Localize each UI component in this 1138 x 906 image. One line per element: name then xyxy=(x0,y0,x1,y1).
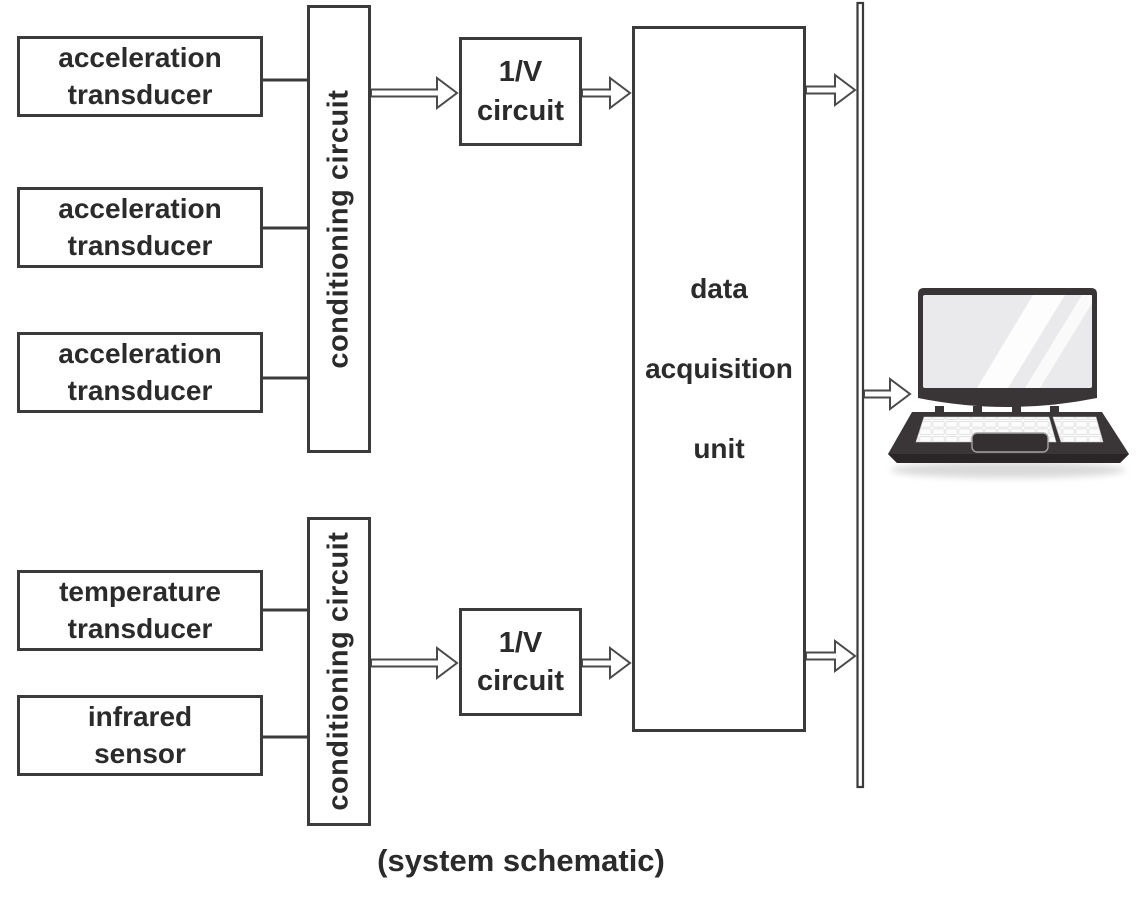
node-label: 1/V circuit xyxy=(476,626,565,697)
node-label: acceleration transducer xyxy=(58,192,222,261)
laptop-trackpad xyxy=(971,432,1049,453)
node-label: acceleration transducer xyxy=(58,41,222,110)
laptop-hinge xyxy=(935,406,1059,414)
node-1v-circuit-1: 1/V circuit xyxy=(459,37,582,146)
node-label: acceleration transducer xyxy=(58,337,222,406)
laptop-icon xyxy=(888,288,1129,478)
node-infrared-sensor: infrared sensor xyxy=(17,695,263,776)
arrow-daq-bus-bottom xyxy=(805,639,857,673)
node-data-acquisition-unit: data acquisition unit xyxy=(632,26,806,732)
node-acceleration-transducer-3: acceleration transducer xyxy=(17,332,263,413)
arrow-daq-bus-top xyxy=(805,73,857,107)
laptop-base-edge xyxy=(888,454,1129,463)
arrow-inv1-daq xyxy=(581,76,632,110)
node-temperature-transducer: temperature transducer xyxy=(17,570,263,651)
bus-bar xyxy=(856,1,865,789)
node-conditioning-circuit-1: conditioning circuit xyxy=(307,5,371,453)
arrow-cond1-inv1 xyxy=(370,76,459,110)
node-conditioning-circuit-2: conditioning circuit xyxy=(307,517,371,826)
diagram-caption: (system schematic) xyxy=(377,843,665,878)
node-label: temperature transducer xyxy=(59,575,221,644)
arrow-bus-laptop xyxy=(863,377,912,411)
node-1v-circuit-2: 1/V circuit xyxy=(459,608,582,716)
arrow-inv2-daq xyxy=(581,646,632,680)
node-label: conditioning circuit xyxy=(322,531,355,812)
node-label: conditioning circuit xyxy=(322,89,355,369)
node-acceleration-transducer-1: acceleration transducer xyxy=(17,36,263,117)
node-acceleration-transducer-2: acceleration transducer xyxy=(17,187,263,268)
node-label: 1/V circuit xyxy=(476,56,565,127)
arrow-cond2-inv2 xyxy=(370,646,459,680)
laptop-shadow xyxy=(890,462,1126,478)
node-label: infrared sensor xyxy=(87,700,193,769)
laptop-numpad xyxy=(1052,416,1104,443)
node-label: data acquisition unit xyxy=(645,273,793,464)
laptop-screen-reflection xyxy=(977,295,1092,388)
